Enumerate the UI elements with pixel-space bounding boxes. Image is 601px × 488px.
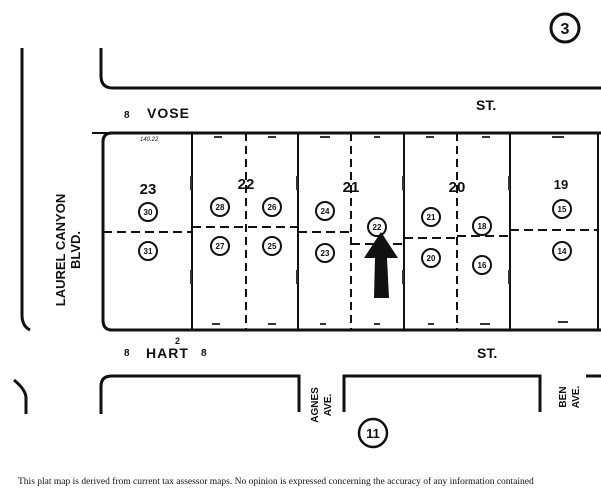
lot-number: 21 (343, 179, 360, 196)
parcel-number: 14 (558, 247, 567, 256)
parcel-division-lines (103, 226, 598, 245)
parcel-number: 26 (268, 203, 277, 212)
parcel-number: 23 (321, 249, 330, 258)
ben-ave-label-line1: BEN (558, 386, 569, 407)
dimension-label: 2 (175, 336, 180, 346)
laurel-canyon-label-line2: BLVD. (68, 231, 83, 269)
vose-street-number: 8 (124, 110, 130, 121)
agnes-ave-label-line2: AVE. (323, 393, 334, 416)
lot-number: 23 (140, 181, 157, 198)
disclaimer-text: This plat map is derived from current ta… (18, 477, 534, 487)
parcel-number: 25 (268, 242, 277, 251)
hart-street-suffix: ST. (477, 345, 497, 361)
north-block-edge (99, 48, 601, 90)
parcel-number: 24 (321, 207, 330, 216)
lot-lines-dashed (245, 133, 458, 330)
laurel-canyon-curb (20, 48, 31, 332)
ben-ave-label-line2: AVE. (571, 385, 582, 408)
parcel-number: 15 (558, 205, 567, 214)
hart-street-number-left: 8 (124, 348, 130, 359)
parcel-number: 30 (144, 208, 153, 217)
subject-parcel-arrow (364, 232, 398, 298)
lot-number: 20 (449, 179, 466, 196)
south-block-middle (342, 374, 542, 412)
laurel-canyon-label-line1: LAUREL CANYON (53, 194, 68, 306)
lot-number: 19 (554, 177, 568, 192)
vose-street-name: VOSE (147, 105, 190, 121)
hart-street-name: HART (146, 345, 189, 361)
neighbor-map-number: 11 (366, 426, 380, 441)
parcel-markers (138, 197, 572, 275)
parcel-number: 28 (216, 203, 225, 212)
map-number-badge: 3 (549, 12, 581, 44)
parcel-number: 20 (427, 254, 436, 263)
dimension-label: 140.22 (140, 137, 159, 143)
south-block-left (99, 374, 301, 414)
parcel-number: 18 (478, 222, 487, 231)
west-curb-lower (13, 378, 28, 414)
parcel-number: 21 (427, 213, 436, 222)
map-number: 3 (561, 21, 570, 38)
block-outline (101, 131, 601, 332)
hart-street-number-right: 8 (201, 348, 207, 359)
parcel-number: 31 (144, 247, 153, 256)
agnes-ave-label-line1: AGNES (310, 387, 321, 423)
vose-street-suffix: ST. (476, 97, 496, 113)
neighbor-map-badge: 11 (357, 417, 389, 449)
dimension-ticks (190, 136, 568, 325)
parcel-number: 22 (373, 223, 382, 232)
lot-number: 22 (238, 176, 255, 193)
parcel-number: 16 (478, 261, 487, 270)
parcel-number: 27 (216, 242, 225, 251)
